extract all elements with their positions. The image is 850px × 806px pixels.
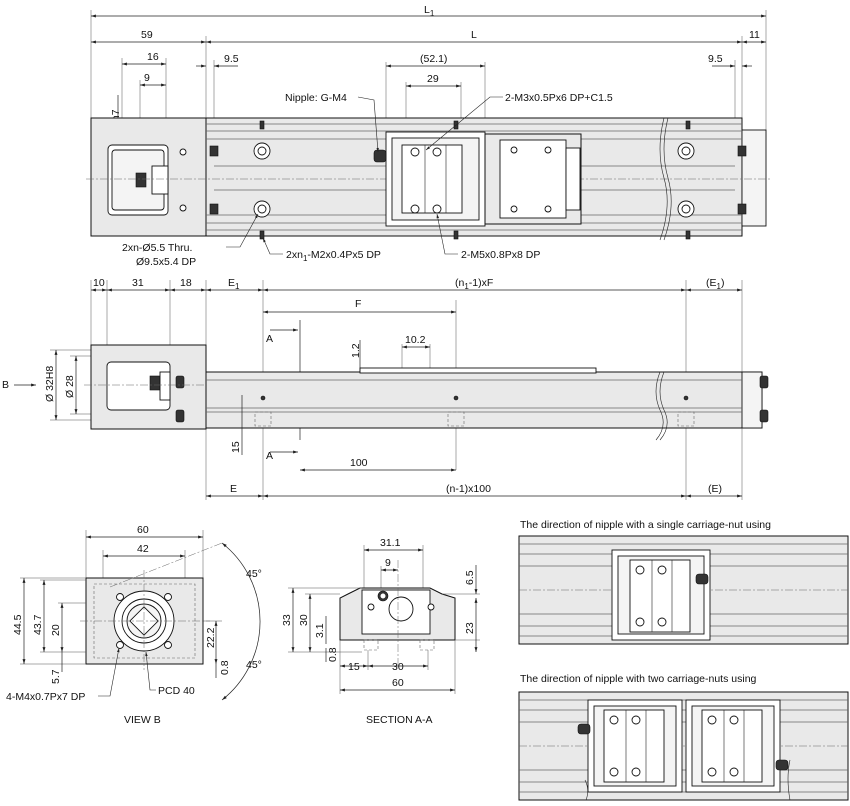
dim-16: 16 — [147, 51, 159, 63]
caption-section-a-a: SECTION A-A — [366, 714, 433, 726]
dim-E1-right: (E1) — [706, 277, 724, 291]
dim-59: 59 — [141, 29, 153, 41]
label-nipple: Nipple: G-M4 — [285, 92, 347, 104]
dim-E1: E1 — [228, 277, 240, 291]
label-holes-a: 2xn-Ø5.5 Thru. — [122, 242, 192, 254]
dim-9: 9 — [144, 72, 150, 84]
dim-15: 15 — [230, 441, 242, 453]
dim-43-7: 43.7 — [32, 614, 44, 635]
dim-9-5-left: 9.5 — [224, 53, 239, 65]
caption-nipple-double: The direction of nipple with two carriag… — [520, 673, 757, 685]
label-m2: 2xn1-M2x0.4Px5 DP — [286, 249, 381, 263]
dim-60: 60 — [137, 524, 149, 536]
dim-9-5-right: 9.5 — [708, 53, 723, 65]
dim-L: L — [471, 29, 477, 41]
dim-3-1: 3.1 — [314, 623, 326, 638]
side-view: 10 31 18 E1 (n1-1)xF (E1) F A A 1.2 10.2… — [2, 277, 770, 500]
dim-0-8: 0.8 — [219, 660, 231, 675]
dim-15-sec: 15 — [348, 661, 360, 673]
caption-view-b: VIEW B — [124, 714, 161, 726]
label-m3: 2-M3x0.5Px6 DP+C1.5 — [505, 92, 613, 104]
nipple-double-panel: The direction of nipple with two carriag… — [518, 673, 849, 801]
label-m4: 4-M4x0.7Px7 DP — [6, 691, 85, 703]
dim-6-5: 6.5 — [464, 570, 476, 585]
section-a-a: 31.1 9 33 30 3.1 0.8 6.5 23 — [281, 537, 480, 726]
dim-100: 100 — [350, 457, 368, 469]
dim-0-8-sec: 0.8 — [327, 647, 339, 662]
dim-23: 23 — [464, 622, 476, 634]
dim-d32H8: Ø 32H8 — [44, 366, 56, 402]
label-B: B — [2, 379, 9, 391]
label-m5: 2-M5x0.8Px8 DP — [461, 249, 540, 261]
dim-n100: (n-1)x100 — [446, 483, 491, 495]
view-b: 60 42 44.5 43.7 20 5.7 22.2 — [6, 524, 262, 726]
dim-33: 33 — [281, 614, 293, 626]
dim-31: 31 — [132, 277, 144, 289]
dim-9-sec: 9 — [385, 557, 391, 569]
dim-18: 18 — [180, 277, 192, 289]
dim-F: F — [355, 298, 361, 310]
nipple-single-panel: The direction of nipple with a single ca… — [518, 519, 849, 645]
dim-1-2: 1.2 — [350, 343, 362, 358]
dim-30-vertical: 30 — [298, 614, 310, 626]
dim-44-5: 44.5 — [12, 614, 24, 635]
dim-20: 20 — [50, 624, 62, 636]
section-A-top: A — [266, 333, 273, 345]
dim-22-2: 22.2 — [205, 627, 217, 648]
label-holes-b: Ø9.5x5.4 DP — [136, 256, 196, 268]
dim-31-1: 31.1 — [380, 537, 401, 549]
dim-5-7: 5.7 — [50, 669, 62, 684]
caption-nipple-single: The direction of nipple with a single ca… — [520, 519, 771, 531]
angle-45-bottom: 45° — [246, 659, 262, 671]
dim-10-2: 10.2 — [405, 334, 426, 346]
dim-29: 29 — [427, 73, 439, 85]
dim-42: 42 — [137, 543, 149, 555]
dim-n1F: (n1-1)xF — [455, 277, 493, 291]
dim-60-sec: 60 — [392, 677, 404, 689]
dim-E-right: (E) — [708, 483, 722, 495]
angle-45-top: 45° — [246, 568, 262, 580]
top-view: L1 59 L 11 16 9 9.5 9.5 (52.1) — [86, 4, 770, 268]
dim-52-1: (52.1) — [420, 53, 447, 65]
dim-10: 10 — [93, 277, 105, 289]
dim-L1: L1 — [424, 4, 435, 18]
label-pcd: PCD 40 — [158, 685, 195, 697]
dim-30-sec: 30 — [392, 661, 404, 673]
dim-11: 11 — [749, 29, 760, 41]
dim-d28: Ø 28 — [64, 375, 76, 398]
carriage — [373, 131, 582, 227]
section-A-bottom: A — [266, 450, 273, 462]
dim-E: E — [230, 483, 237, 495]
